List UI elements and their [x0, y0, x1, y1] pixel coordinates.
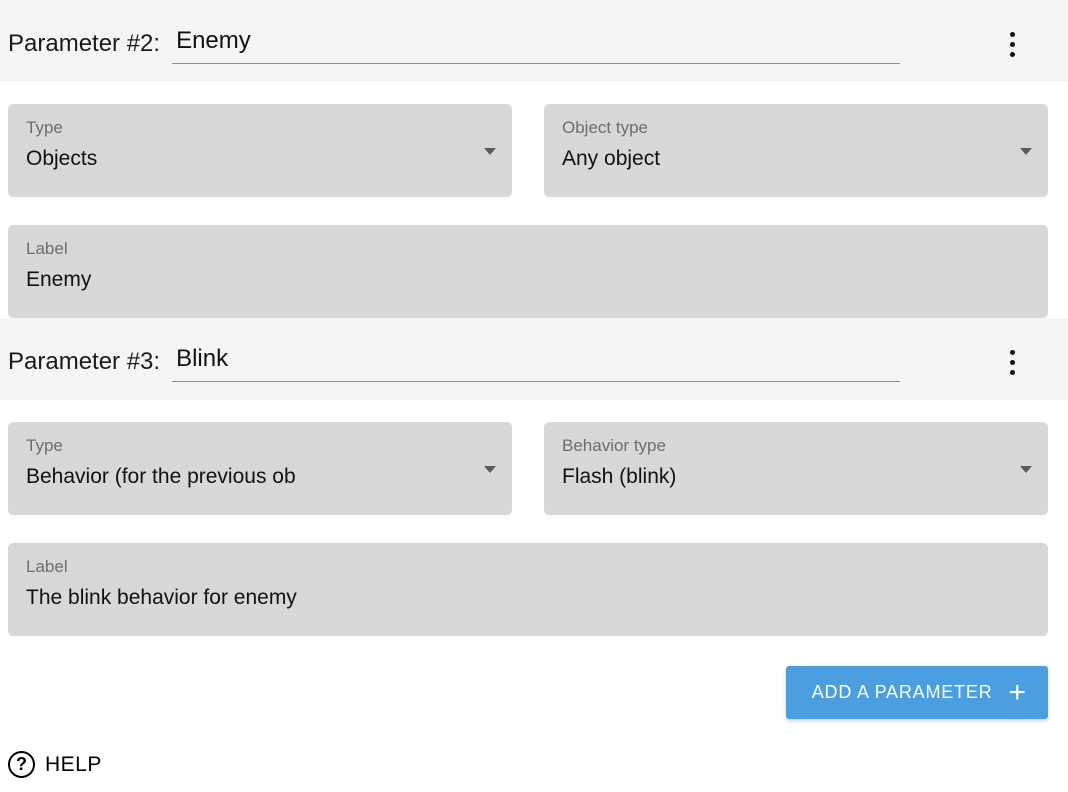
- parameter-name-input[interactable]: [172, 342, 901, 382]
- field-value: Any object: [562, 147, 661, 170]
- field-value: Behavior (for the previous ob: [26, 465, 296, 488]
- help-link[interactable]: ? HELP: [8, 751, 102, 778]
- label-field[interactable]: Label The blink behavior for enemy: [8, 543, 1048, 636]
- add-parameter-label: ADD A PARAMETER: [811, 682, 993, 702]
- parameter-fields-row: Type Objects Object type Any object: [0, 104, 1068, 197]
- dropdown-arrow-icon: [484, 147, 496, 155]
- field-value: Objects: [26, 147, 98, 170]
- field-label: Type: [26, 118, 63, 137]
- parameter-menu-button[interactable]: [990, 22, 1034, 66]
- type-field[interactable]: Type Objects: [8, 104, 512, 197]
- parameter-fields-row: Type Behavior (for the previous ob Behav…: [0, 422, 1068, 515]
- object-type-field[interactable]: Object type Any object: [544, 104, 1048, 197]
- field-label: Object type: [562, 118, 648, 137]
- plus-icon: +: [1008, 675, 1026, 709]
- dropdown-arrow-icon: [1020, 465, 1032, 473]
- field-label: Label: [26, 557, 68, 576]
- field-label: Label: [26, 239, 68, 258]
- button-row: ADD A PARAMETER +: [0, 666, 1068, 719]
- field-value: Enemy: [26, 268, 92, 291]
- add-parameter-button[interactable]: ADD A PARAMETER +: [785, 666, 1048, 719]
- parameter-name-input[interactable]: [172, 24, 901, 64]
- parameter-card: Parameter #2: Type Objects Object type A…: [0, 0, 1068, 318]
- vertical-ellipsis-icon: [1009, 29, 1015, 59]
- dropdown-arrow-icon: [1020, 147, 1032, 155]
- dropdown-arrow-icon: [484, 465, 496, 473]
- parameter-card: Parameter #3: Type Behavior (for the pre…: [0, 318, 1068, 636]
- help-label: HELP: [45, 752, 102, 776]
- field-value: Flash (blink): [562, 465, 677, 488]
- parameter-title: Parameter #2:: [8, 30, 161, 57]
- parameter-menu-button[interactable]: [990, 340, 1034, 384]
- field-label: Behavior type: [562, 436, 666, 455]
- field-label: Type: [26, 436, 63, 455]
- type-field[interactable]: Type Behavior (for the previous ob: [8, 422, 512, 515]
- question-circle-icon: ?: [8, 751, 35, 778]
- behavior-type-field[interactable]: Behavior type Flash (blink): [544, 422, 1048, 515]
- parameter-label-row: Label Enemy: [0, 225, 1068, 318]
- parameter-title: Parameter #3:: [8, 348, 161, 375]
- parameter-label-row: Label The blink behavior for enemy: [0, 543, 1068, 636]
- vertical-ellipsis-icon: [1009, 347, 1015, 377]
- parameter-header: Parameter #2:: [0, 0, 1068, 82]
- field-value: The blink behavior for enemy: [26, 586, 297, 609]
- parameter-header: Parameter #3:: [0, 318, 1068, 400]
- label-field[interactable]: Label Enemy: [8, 225, 1048, 318]
